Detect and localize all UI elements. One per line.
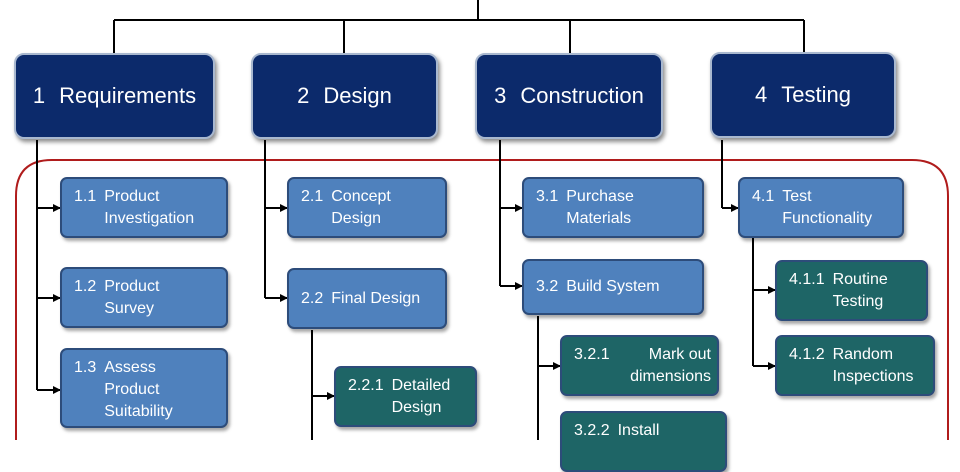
task-number: 2.2.1 bbox=[348, 377, 384, 394]
task-1-3: 1.3 Assess Product Suitability bbox=[60, 348, 228, 428]
task-2-2-1: 2.2.1 Detailed Design bbox=[334, 366, 477, 427]
task-label: Routine Testing bbox=[832, 271, 888, 310]
task-label: Mark out dimensions bbox=[630, 346, 711, 385]
phase-label: Construction bbox=[520, 83, 644, 108]
phase-number: 3 bbox=[494, 83, 507, 108]
phase-number: 1 bbox=[32, 83, 46, 108]
task-number: 1.2 bbox=[74, 278, 97, 295]
task-2-2: 2.2 Final Design bbox=[287, 268, 447, 329]
task-number: 3.1 bbox=[536, 188, 559, 205]
task-label: Final Design bbox=[331, 289, 421, 307]
task-label: Product Investigation bbox=[104, 188, 195, 227]
task-label: Assess Product Suitability bbox=[104, 359, 173, 420]
phase-requirements: 1 Requirements bbox=[14, 53, 215, 139]
task-label: Build System bbox=[566, 278, 660, 295]
task-number: 4.1.2 bbox=[789, 346, 825, 363]
task-label: Detailed Design bbox=[391, 377, 451, 416]
phase-label: Testing bbox=[781, 82, 851, 107]
phase-label: Design bbox=[323, 83, 392, 108]
task-1-2: 1.2 Product Survey bbox=[60, 267, 228, 328]
task-label: Test Functionality bbox=[782, 188, 873, 227]
task-4-1-2: 4.1.2 Random Inspections bbox=[775, 335, 935, 396]
task-number: 3.2 bbox=[536, 278, 559, 295]
phase-number: 2 bbox=[297, 83, 310, 108]
task-number: 1.1 bbox=[74, 188, 97, 205]
task-label: Concept Design bbox=[331, 188, 391, 227]
grouping-frame bbox=[15, 159, 949, 440]
task-number: 4.1 bbox=[752, 188, 775, 205]
task-3-1: 3.1 Purchase Materials bbox=[522, 177, 704, 238]
phase-label: Requirements bbox=[59, 83, 197, 108]
phase-design: 2 Design bbox=[251, 53, 438, 139]
task-number: 1.3 bbox=[74, 359, 97, 376]
task-number: 4.1.1 bbox=[789, 271, 825, 288]
task-1-1: 1.1 Product Investigation bbox=[60, 177, 228, 238]
task-3-2-1: 3.2.1 Mark out dimensions bbox=[560, 335, 719, 396]
task-label: Product Survey bbox=[104, 278, 160, 317]
task-3-2-2: 3.2.2 Install bbox=[560, 411, 727, 472]
task-number: 3.2.2 bbox=[574, 422, 610, 439]
task-number: 2.2 bbox=[301, 289, 324, 307]
phase-construction: 3 Construction bbox=[475, 53, 663, 139]
task-number: 3.2.1 bbox=[574, 346, 610, 363]
task-4-1-1: 4.1.1 Routine Testing bbox=[775, 260, 928, 321]
task-label: Install bbox=[617, 422, 660, 439]
task-label: Purchase Materials bbox=[566, 188, 634, 227]
task-number: 2.1 bbox=[301, 188, 324, 205]
phase-number: 4 bbox=[755, 82, 768, 107]
task-2-1: 2.1 Concept Design bbox=[287, 177, 447, 238]
task-4-1: 4.1 Test Functionality bbox=[738, 177, 904, 238]
task-label: Random Inspections bbox=[832, 346, 914, 385]
task-3-2: 3.2 Build System bbox=[522, 259, 704, 315]
phase-testing: 4 Testing bbox=[710, 52, 896, 138]
